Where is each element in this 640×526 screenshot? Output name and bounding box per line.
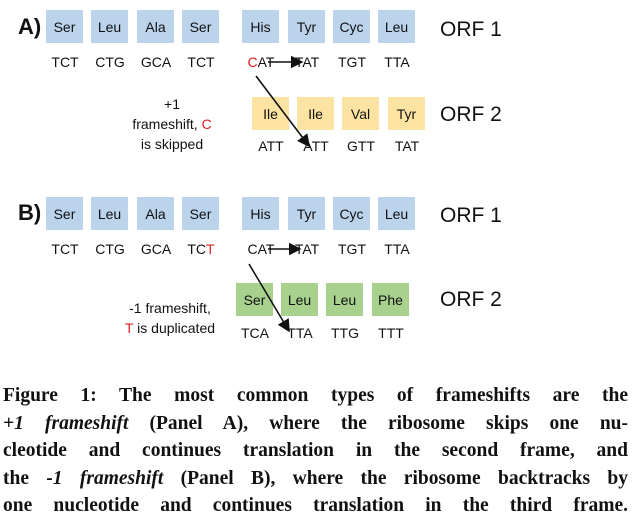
caption-text: (Panel B), where the ribosome backtracks… [163,467,628,489]
nucleotides: GCA [140,241,172,257]
orf2-codon: TTT [368,325,414,341]
orf2-amino-acid: Leu [326,283,363,316]
arrows [248,55,310,333]
orf1-codon: TTA [374,54,420,70]
orf1-amino-acid: Leu [378,10,415,43]
nucleotides: TCT [51,241,79,257]
orf2-codon: TTG [322,325,368,341]
nucleotides: TC [187,241,207,257]
orf1-codon: GCA [133,54,179,70]
note-line: frameshift, C [122,114,222,134]
nucleotides: TGT [338,54,366,70]
orf1-amino-acid: Cyc [333,197,370,230]
note-line: T is duplicated [100,318,240,338]
panel-b-orf2-label: ORF 2 [440,288,502,311]
orf2-codon: TTA [277,325,323,341]
caption-line: the -1 frameshift (Panel B), where the r… [3,465,628,492]
highlighted-nucleotide: T [206,241,215,257]
orf1-codon: CTG [87,241,133,257]
panel-a-note: +1 frameshift, C is skipped [122,94,222,154]
skipped-nucleotide: C [201,116,212,132]
note-line: +1 [164,96,180,112]
orf1-codon: TGT [329,54,375,70]
nucleotides: AT [257,54,275,70]
caption-line: Figure 1: The most common types of frame… [3,385,628,406]
panel-b-note: -1 frameshift, T is duplicated [100,298,240,338]
orf2-amino-acid: Ser [236,283,273,316]
orf1-codon: TCT [178,54,224,70]
nucleotides: TCA [241,325,269,341]
caption-line: one nucleotide and continues translation… [3,495,628,516]
orf1-amino-acid: Ser [46,197,83,230]
note-line: is skipped [140,136,204,152]
nucleotides: TCT [51,54,79,70]
nucleotides: GTT [347,138,375,154]
nucleotides: TTA [287,325,313,341]
nucleotides: CTG [95,54,125,70]
panel-a-label: A) [18,14,42,39]
orf1-amino-acid: Ser [46,10,83,43]
caption-line: +1 frameshift (Panel A), where the ribos… [3,410,628,437]
orf1-codon: TGT [329,241,375,257]
nucleotides: TTT [378,325,404,341]
orf1-amino-acid: Leu [91,10,128,43]
nucleotides: CAT [247,241,275,257]
orf1-codon: TCT [178,241,224,257]
orf2-amino-acid: Tyr [388,97,425,130]
orf1-codon: CAT [238,54,284,70]
caption-emphasis: -1 frameshift [46,467,164,489]
nucleotides: TCT [187,54,215,70]
nucleotides: ATT [258,138,284,154]
orf2-codon: ATT [248,138,294,154]
orf2-codon: GTT [338,138,384,154]
caption-emphasis: +1 frameshift [3,412,129,434]
arrow-b-frameshift [248,263,290,333]
highlighted-nucleotide: C [247,54,258,70]
orf2-amino-acid: Ile [297,97,334,130]
orf1-amino-acid: Ala [137,10,174,43]
orf1-codon: TTA [374,241,420,257]
arrow-a-frameshift [255,75,310,148]
orf2-amino-acid: Ile [252,97,289,130]
orf2-amino-acid: Leu [281,283,318,316]
caption-text: the [3,467,47,489]
nucleotides: TTA [384,241,410,257]
orf1-amino-acid: Ala [137,197,174,230]
orf2-codon: TCA [232,325,278,341]
orf1-amino-acid: His [242,197,279,230]
nucleotides: GCA [140,54,172,70]
orf1-codon: TCT [42,241,88,257]
note-text: is duplicated [133,320,216,336]
orf1-codon: CAT [238,241,284,257]
duplicated-nucleotide: T [124,320,134,336]
nucleotides: TTA [384,54,410,70]
orf1-amino-acid: Leu [378,197,415,230]
orf1-codon: TCT [42,54,88,70]
orf1-codon: GCA [133,241,179,257]
orf1-amino-acid: Ser [182,197,219,230]
orf1-amino-acid: Tyr [288,10,325,43]
orf1-amino-acid: Tyr [288,197,325,230]
panel-b-label: B) [18,200,42,225]
nucleotides: TTG [331,325,359,341]
note-line: -1 frameshift, [129,300,211,316]
nucleotides: TAT [394,138,420,154]
caption-line: cleotide and continues translation in th… [3,440,628,461]
nucleotides: TGT [338,241,366,257]
orf2-amino-acid: Phe [372,283,409,316]
caption-text: (Panel A), where the ribosome skips one … [128,412,628,434]
note-text: frameshift, [132,116,202,132]
orf1-amino-acid: Ser [182,10,219,43]
orf1-amino-acid: His [242,10,279,43]
panel-a-orf1-label: ORF 1 [440,18,502,41]
orf2-codon: TAT [384,138,430,154]
panel-a-orf2-label: ORF 2 [440,103,502,126]
orf1-amino-acid: Leu [91,197,128,230]
orf2-amino-acid: Val [342,97,379,130]
panel-b-orf1-label: ORF 1 [440,204,502,227]
orf1-amino-acid: Cyc [333,10,370,43]
nucleotides: CTG [95,241,125,257]
orf1-codon: CTG [87,54,133,70]
